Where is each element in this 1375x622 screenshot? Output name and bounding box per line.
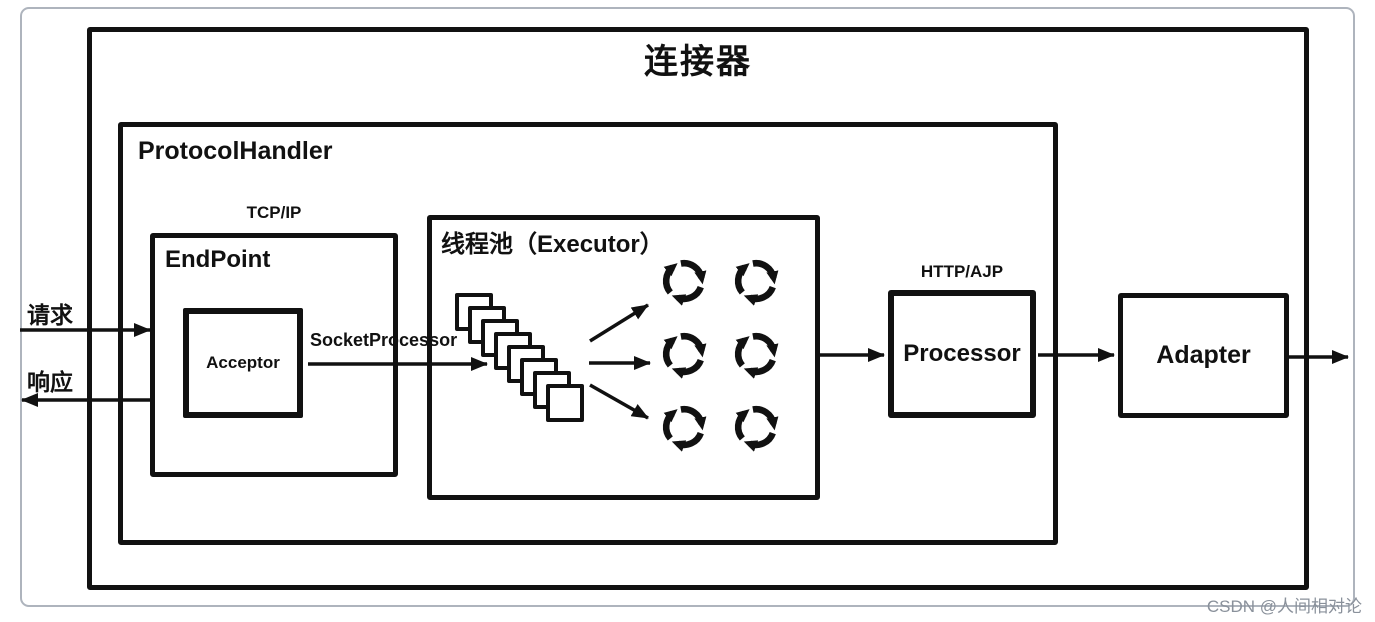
acceptor-label: Acceptor [206, 353, 280, 372]
protocol-handler-label: ProtocolHandler [138, 137, 333, 165]
processor-box: Processor [888, 290, 1036, 418]
connector-title: 连接器 [644, 43, 752, 81]
acceptor-box: Acceptor [183, 308, 303, 418]
processor-label: Processor [903, 340, 1021, 367]
thread-recycle-icon [726, 397, 786, 457]
thread-recycle-icon [654, 397, 714, 457]
tcpip-label: TCP/IP [246, 203, 302, 222]
request-label: 请求 [27, 302, 73, 328]
executor-label: 线程池（Executor） [441, 231, 664, 258]
thread-icons-grid [654, 251, 786, 457]
http-ajp-label: HTTP/AJP [920, 262, 1004, 281]
thread-recycle-icon [726, 324, 786, 384]
endpoint-label: EndPoint [165, 246, 271, 273]
task-queue-stack [455, 293, 595, 433]
response-label: 响应 [27, 369, 73, 395]
socket-processor-label: SocketProcessor [310, 330, 458, 350]
task-queue-square [546, 384, 584, 422]
thread-recycle-icon [654, 324, 714, 384]
watermark: CSDN @人间相对论 [1206, 597, 1362, 616]
thread-recycle-icon [654, 251, 714, 311]
thread-recycle-icon [726, 251, 786, 311]
adapter-box: Adapter [1118, 293, 1289, 418]
adapter-label: Adapter [1156, 341, 1251, 369]
